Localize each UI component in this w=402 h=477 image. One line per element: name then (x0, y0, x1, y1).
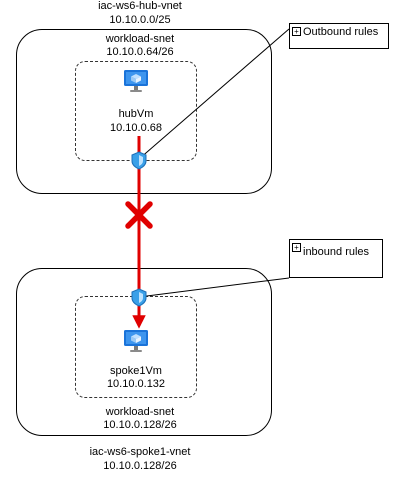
outbound-note-leader (138, 28, 290, 160)
hub-subnet-name: workload-snet (105, 33, 175, 45)
outbound-rules-note[interactable]: + Outbound rules (289, 23, 389, 49)
spoke-vnet-cidr: 10.10.0.128/26 (103, 460, 177, 472)
inbound-rules-label: inbound rules (303, 246, 370, 258)
hub-vm-name: hubVm (118, 108, 154, 120)
spoke-nsg-shield-icon (131, 288, 147, 307)
inbound-note-leader (138, 277, 290, 298)
expand-icon[interactable]: + (292, 27, 301, 36)
spoke-vm-ip: 10.10.0.132 (106, 378, 166, 390)
spoke-vnet-box (16, 268, 272, 436)
spoke-vnet-name: iac-ws6-spoke1-vnet (89, 446, 191, 458)
hub-vnet-cidr: 10.10.0.0/25 (109, 14, 171, 26)
spoke-subnet-cidr: 10.10.0.128/26 (103, 419, 177, 431)
hub-vnet-box (16, 29, 272, 194)
hub-subnet-cidr: 10.10.0.64/26 (106, 46, 174, 58)
inbound-rules-note[interactable]: + inbound rules (289, 239, 383, 278)
outbound-rules-label: Outbound rules (303, 26, 379, 38)
spoke-vm-name: spoke1Vm (110, 365, 162, 377)
hub-vm-icon (124, 70, 148, 92)
spoke-subnet-name: workload-snet (105, 406, 175, 418)
hub-nsg-shield-icon (131, 151, 147, 170)
hub-vnet-name: iac-ws6-hub-vnet (98, 0, 182, 12)
hub-vm-ip: 10.10.0.68 (110, 122, 162, 134)
blocked-x-icon (125, 201, 153, 229)
expand-icon[interactable]: + (292, 243, 301, 252)
spoke-vm-icon (124, 330, 148, 352)
